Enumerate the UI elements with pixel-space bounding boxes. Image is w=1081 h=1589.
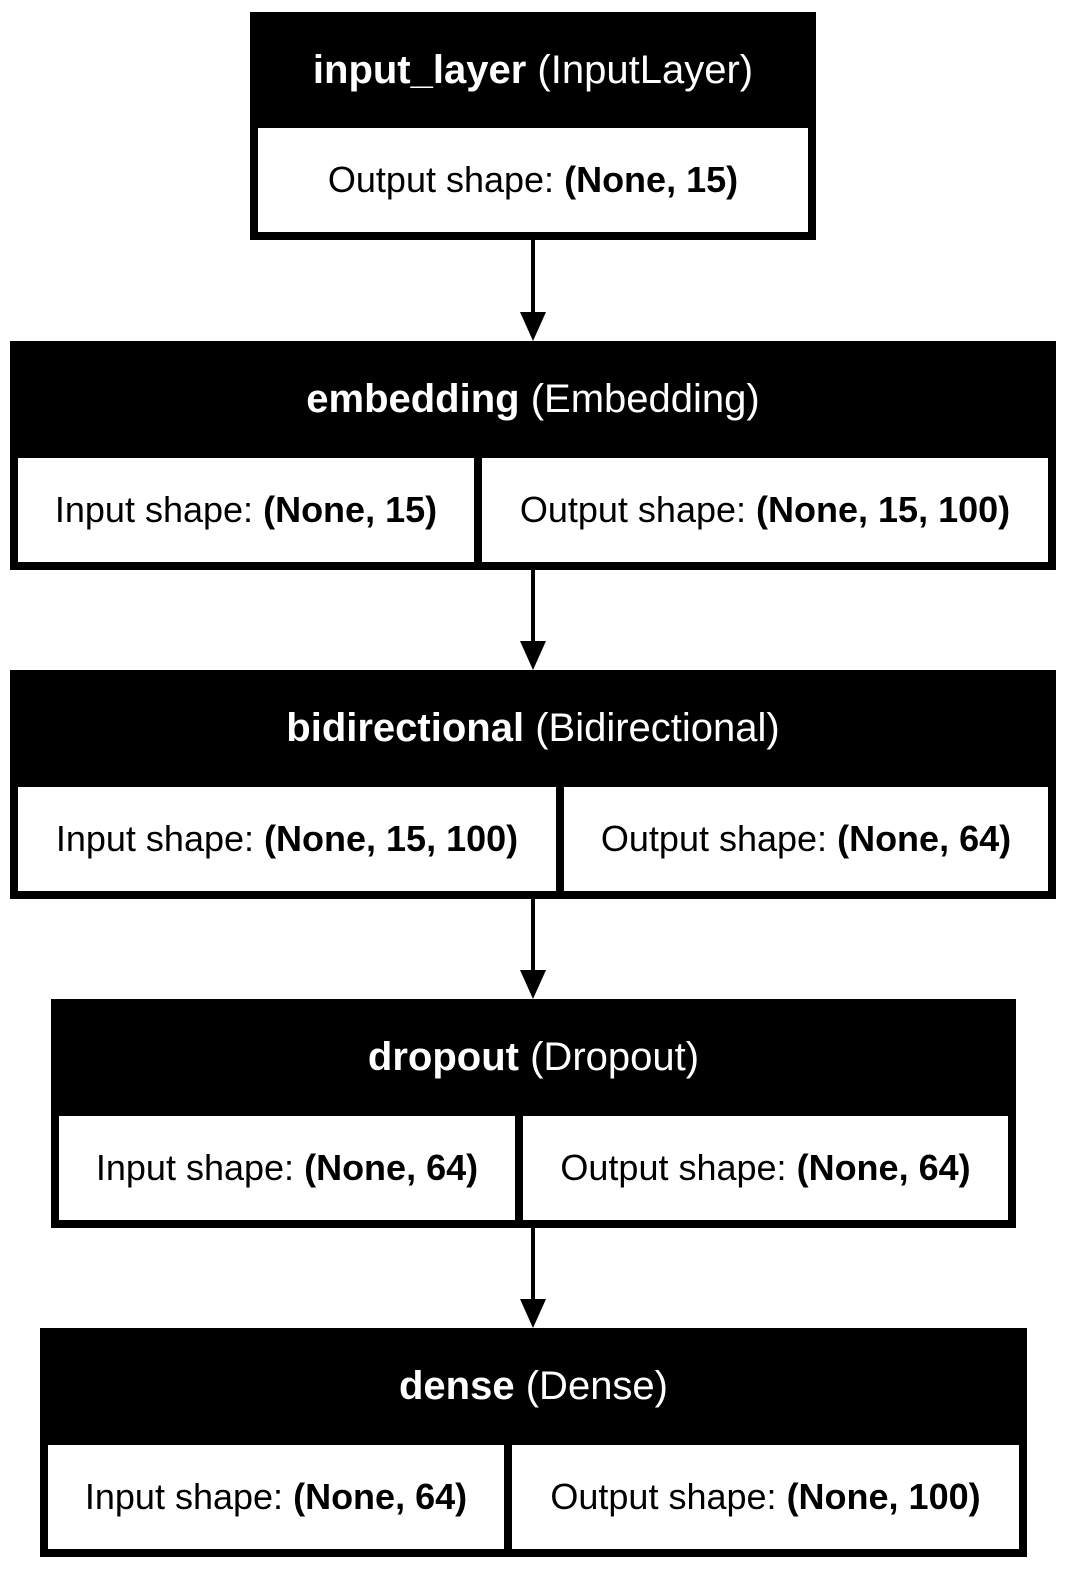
layer-name: embedding <box>306 377 520 421</box>
node-dense: dense (Dense) Input shape: (None, 64) Ou… <box>40 1328 1027 1557</box>
node-header: embedding (Embedding) <box>18 341 1048 458</box>
shape-row: Input shape: (None, 64) Output shape: (N… <box>48 1445 1019 1549</box>
shape-value: (None, 15, 100) <box>756 489 1011 530</box>
output-shape-cell: Output shape: (None, 15, 100) <box>482 458 1048 562</box>
node-input-layer: input_layer (InputLayer) Output shape: (… <box>250 12 816 240</box>
output-shape-cell: Output shape: (None, 64) <box>523 1116 1008 1220</box>
shape-row: Input shape: (None, 15) Output shape: (N… <box>18 458 1048 562</box>
input-shape-cell: Input shape: (None, 15, 100) <box>18 787 556 891</box>
shape-label: Input shape: <box>55 818 255 859</box>
edge-bidirectional-to-dropout <box>520 899 546 999</box>
shape-label: Output shape: <box>519 489 747 530</box>
input-shape-cell: Input shape: (None, 64) <box>48 1445 504 1549</box>
layer-name: input_layer <box>312 47 527 92</box>
layer-type: (Bidirectional) <box>535 706 780 750</box>
shape-row: Output shape: (None, 15) <box>258 128 808 232</box>
node-header: bidirectional (Bidirectional) <box>18 670 1048 787</box>
node-header: dropout (Dropout) <box>59 999 1008 1116</box>
shape-value: (None, 15, 100) <box>264 818 519 859</box>
shape-label: Output shape: <box>550 1476 777 1517</box>
edge-input-to-embedding <box>520 240 546 341</box>
shape-label: Output shape: <box>327 159 555 200</box>
layer-name: dropout <box>367 1035 519 1079</box>
node-header: input_layer (InputLayer) <box>258 12 808 128</box>
shape-label: Input shape: <box>54 489 254 530</box>
shape-value: (None, 100) <box>786 1476 981 1517</box>
node-dropout: dropout (Dropout) Input shape: (None, 64… <box>51 999 1016 1228</box>
shape-value: (None, 64) <box>304 1147 479 1188</box>
shape-value: (None, 15) <box>263 489 438 530</box>
shape-value: (None, 64) <box>293 1476 468 1517</box>
shape-label: Input shape: <box>95 1147 295 1188</box>
layer-type: (Dropout) <box>530 1035 700 1079</box>
shape-label: Input shape: <box>84 1476 284 1517</box>
node-bidirectional: bidirectional (Bidirectional) Input shap… <box>10 670 1056 899</box>
node-embedding: embedding (Embedding) Input shape: (None… <box>10 341 1056 570</box>
layer-type: (Embedding) <box>530 377 760 421</box>
edge-embedding-to-bidirectional <box>520 570 546 670</box>
shape-label: Output shape: <box>600 818 828 859</box>
shape-value: (None, 64) <box>796 1147 971 1188</box>
shape-value: (None, 64) <box>837 818 1012 859</box>
shape-label: Output shape: <box>560 1147 787 1188</box>
input-shape-cell: Input shape: (None, 15) <box>18 458 474 562</box>
shape-value: (None, 15) <box>564 159 739 200</box>
layer-type: (InputLayer) <box>537 47 754 92</box>
shape-row: Input shape: (None, 64) Output shape: (N… <box>59 1116 1008 1220</box>
input-shape-cell: Input shape: (None, 64) <box>59 1116 515 1220</box>
edge-dropout-to-dense <box>520 1228 546 1328</box>
output-shape-cell: Output shape: (None, 15) <box>258 128 808 232</box>
shape-row: Input shape: (None, 15, 100) Output shap… <box>18 787 1048 891</box>
output-shape-cell: Output shape: (None, 100) <box>512 1445 1019 1549</box>
layer-name: dense <box>399 1364 515 1408</box>
layer-type: (Dense) <box>525 1364 668 1408</box>
output-shape-cell: Output shape: (None, 64) <box>564 787 1048 891</box>
node-header: dense (Dense) <box>48 1328 1019 1445</box>
layer-name: bidirectional <box>286 706 525 750</box>
